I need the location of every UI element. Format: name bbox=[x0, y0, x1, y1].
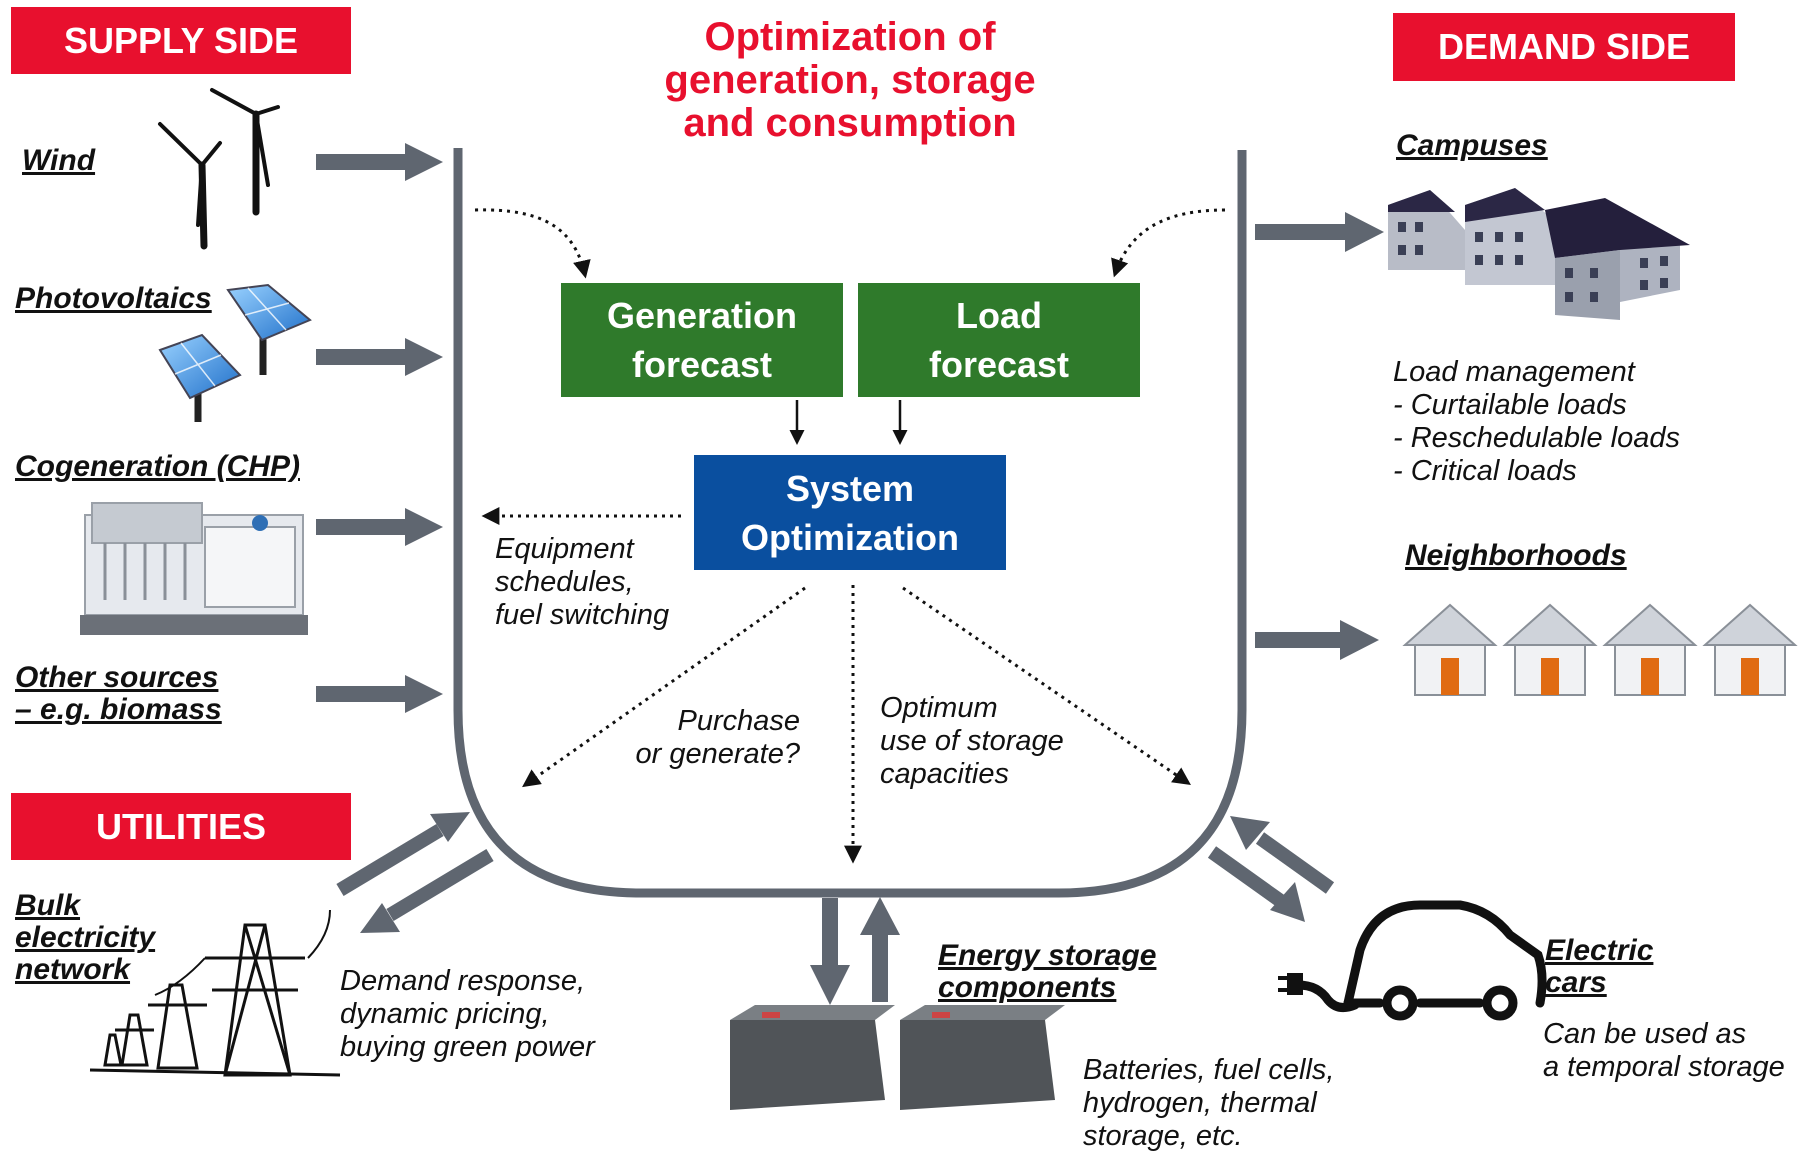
load-management-list: Load management - Curtailable loads - Re… bbox=[1393, 356, 1680, 488]
load-management-item: - Reschedulable loads bbox=[1393, 422, 1680, 454]
electric-car-icon bbox=[1293, 900, 1547, 1021]
campus-building-icon bbox=[1388, 188, 1690, 320]
purchase-line-1: Purchase bbox=[677, 705, 800, 737]
bulk-line-3: network bbox=[15, 953, 131, 986]
electric-cars-description: Can be used as a temporal storage bbox=[1543, 1018, 1785, 1084]
plug-icon bbox=[1278, 973, 1303, 995]
other-sources-line-1: Other sources bbox=[15, 661, 219, 694]
load-management-item: - Curtailable loads bbox=[1393, 389, 1627, 421]
load-forecast-box: Load forecast bbox=[858, 283, 1140, 397]
demand-response-line-2: dynamic pricing, bbox=[340, 998, 550, 1030]
storage-desc-line-1: Batteries, fuel cells, bbox=[1083, 1054, 1335, 1086]
storage-desc-line-3: storage, etc. bbox=[1083, 1120, 1243, 1152]
equipment-line-2: schedules, bbox=[495, 566, 634, 598]
demand-arrows bbox=[1255, 212, 1384, 660]
supply-side-header: SUPPLY SIDE bbox=[11, 7, 351, 74]
other-sources-label: Other sources – e.g. biomass bbox=[15, 662, 222, 726]
generation-forecast-line-2: forecast bbox=[631, 344, 773, 385]
title-line-1: Optimization of bbox=[704, 15, 996, 59]
load-management-item: - Critical loads bbox=[1393, 455, 1577, 487]
storage-desc-line-2: hydrogen, thermal bbox=[1083, 1087, 1317, 1119]
bulk-network-label: Bulk electricity network bbox=[15, 890, 155, 986]
houses-icon bbox=[1402, 603, 1798, 696]
campuses-label: Campuses bbox=[1396, 129, 1548, 162]
power-tower-icon bbox=[89, 909, 341, 1077]
purchase-annotation: Purchase or generate? bbox=[600, 705, 800, 771]
wind-label: Wind bbox=[22, 144, 96, 177]
storage-use-line-1: Optimum bbox=[880, 692, 998, 724]
energy-storage-label: Energy storage components bbox=[938, 940, 1156, 1004]
bulk-line-1: Bulk bbox=[15, 889, 81, 922]
utilities-header: UTILITIES bbox=[11, 793, 351, 860]
optimization-frame bbox=[453, 148, 1247, 898]
cars-desc-line-2: a temporal storage bbox=[1543, 1051, 1785, 1083]
demand-response-text: Demand response, dynamic pricing, buying… bbox=[340, 965, 595, 1064]
neighborhoods-label: Neighborhoods bbox=[1405, 539, 1627, 572]
storage-use-line-3: capacities bbox=[880, 758, 1009, 790]
energy-storage-line-2: components bbox=[938, 971, 1117, 1004]
load-forecast-line-2: forecast bbox=[928, 344, 1070, 385]
storage-use-line-2: use of storage bbox=[880, 725, 1064, 757]
system-optimization-line-1: System bbox=[785, 467, 915, 509]
wind-turbine-icon bbox=[158, 88, 280, 250]
supply-arrows bbox=[316, 143, 443, 713]
equipment-line-3: fuel switching bbox=[495, 599, 670, 631]
purchase-line-2: or generate? bbox=[635, 738, 800, 770]
battery-icon bbox=[730, 1005, 1065, 1110]
demand-response-line-3: buying green power bbox=[340, 1031, 595, 1063]
load-management-title: Load management bbox=[1393, 356, 1635, 388]
photovoltaics-label: Photovoltaics bbox=[15, 282, 212, 315]
electric-cars-line-2: cars bbox=[1545, 966, 1607, 999]
title-line-3: and consumption bbox=[683, 101, 1017, 145]
energy-storage-line-1: Energy storage bbox=[938, 939, 1157, 972]
cogeneration-label: Cogeneration (CHP) bbox=[15, 450, 300, 483]
equipment-line-1: Equipment bbox=[495, 533, 634, 565]
demand-response-line-1: Demand response, bbox=[340, 965, 586, 997]
electric-cars-label: Electric cars bbox=[1545, 935, 1653, 999]
page-title: Optimization of generation, storage and … bbox=[580, 16, 1120, 145]
system-optimization-line-2: Optimization bbox=[741, 516, 959, 558]
storage-use-annotation: Optimum use of storage capacities bbox=[880, 692, 1064, 791]
storage-description: Batteries, fuel cells, hydrogen, thermal… bbox=[1083, 1054, 1334, 1153]
cars-desc-line-1: Can be used as bbox=[1543, 1018, 1747, 1050]
equipment-annotation: Equipment schedules, fuel switching bbox=[495, 533, 669, 632]
other-sources-line-2: – e.g. biomass bbox=[15, 693, 222, 726]
demand-side-header: DEMAND SIDE bbox=[1393, 13, 1735, 81]
load-forecast-line-1: Load bbox=[956, 295, 1042, 336]
chp-engine-icon bbox=[80, 502, 308, 635]
title-line-2: generation, storage bbox=[664, 58, 1036, 102]
generation-forecast-line-1: Generation bbox=[606, 295, 798, 336]
solar-panel-icon bbox=[158, 283, 312, 422]
electric-cars-line-1: Electric bbox=[1545, 934, 1654, 967]
bulk-line-2: electricity bbox=[15, 921, 156, 954]
generation-forecast-box: Generation forecast bbox=[561, 283, 843, 397]
system-optimization-box: System Optimization bbox=[694, 455, 1006, 570]
